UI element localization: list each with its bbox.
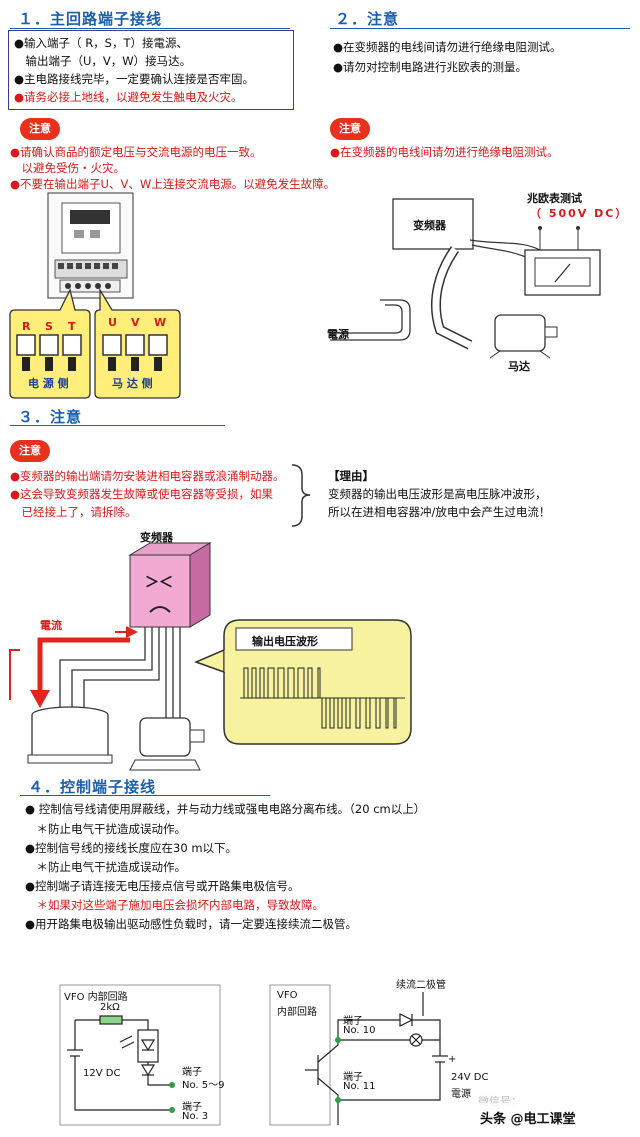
fig5-power-label: 電源 — [451, 1089, 471, 1100]
s3-line-1: ●变频器的输出端请勿安装进相电容器或浪涌制动器。 — [10, 469, 285, 483]
section-2-underline — [330, 28, 630, 29]
section-2-title: ２．注意 — [335, 10, 400, 28]
s3-reason-2: 所以在进相电容器冲/放电中会产生过电流！ — [328, 505, 551, 519]
fig5-plus-sign: + — [448, 1054, 457, 1065]
fig2-power-label: 電源 — [327, 328, 349, 341]
s4-line-4: ＊防止电气干扰造成误动作。 — [25, 860, 186, 874]
note-badge-3: 注意 — [10, 440, 50, 462]
s1-bullet-2: ●主电路接线完毕，一定要确认连接是否牢固。 — [14, 72, 255, 86]
terminal-r-label: R — [22, 320, 31, 333]
fig3-face: ＞＜ — [145, 575, 173, 591]
brand-watermark-bg — [455, 1103, 635, 1129]
fig3-waveform-label: 输出电压波形 — [252, 635, 318, 648]
motor-side-label: 马 达 侧 — [112, 377, 153, 390]
note-badge-1: 注意 — [20, 118, 60, 140]
section-4-title: ４．控制端子接线 — [28, 778, 157, 796]
s4-line-7: ●用开路集电极输出驱动感性负载时，请一定要连接续流二极管。 — [25, 917, 358, 931]
fig5-terminal-11-a: 端子 — [343, 1072, 363, 1083]
fig4-terminal-3-b: No. 3 — [182, 1111, 209, 1122]
s1-bullet-3: ●请务必接上地线，以避免发生触电及火灾。 — [14, 90, 243, 104]
terminal-s-label: S — [45, 320, 53, 333]
fig5-terminal-10-b: No. 10 — [343, 1025, 376, 1036]
fig2-megger-label: 兆欧表测试 — [527, 192, 582, 205]
s4-line-2: ＊防止电气干扰造成误动作。 — [25, 822, 186, 836]
terminal-u-label: U — [108, 316, 117, 329]
s3-line-2: ●这会导致变频器发生故障或使电容器等受损，如果 — [10, 487, 274, 501]
brand-watermark: 头条 @电工课堂 — [480, 1112, 576, 1127]
s1-bullet-1a: ●输入端子（ R，S，T）接電源、 — [14, 36, 189, 50]
fig4-terminal-3-a: 端子 — [182, 1102, 202, 1113]
fig5-24v-label: 24V DC — [451, 1072, 489, 1083]
s3-line-3: 已经接上了，请拆除。 — [10, 505, 137, 519]
s4-line-6: ＊如果对这些端子施加电压会损坏内部电路，导致故障。 — [25, 898, 324, 912]
fig5-vfo-label-1: VFO — [277, 990, 298, 1001]
fig5-terminal-11-b: No. 11 — [343, 1081, 376, 1092]
fig4-terminal-5-9-a: 端子 — [182, 1067, 202, 1078]
s2-bullet-1: ●在变频器的电线间请勿进行绝缘电阻测试。 — [333, 40, 562, 54]
terminal-t-label: T — [68, 320, 76, 333]
s4-line-3: ●控制信号线的接线长度应在30 m以下。 — [25, 841, 238, 855]
fig2-inverter-label: 变频器 — [413, 219, 446, 232]
fig4-terminal-5-9-b: No. 5～9 — [182, 1080, 225, 1091]
s2-bullet-2: ●请勿对控制电路进行兆欧表的测量。 — [333, 60, 528, 74]
terminal-w-label: W — [154, 316, 167, 329]
note-badge-2: 注意 — [330, 118, 370, 140]
note2-line-1: ●在变频器的电线间请勿进行绝缘电阻测试。 — [330, 145, 559, 159]
s3-reason-1: 变频器的输出电压波形是高电压脉冲波形， — [328, 487, 547, 501]
fig4-vfo-label: VFO 内部回路 — [64, 992, 128, 1003]
fig2-motor-label: 马达 — [508, 360, 530, 373]
s4-line-1: ● 控制信号线请使用屏蔽线，并与动力线或强电电路分离布线。（20 cm以上） — [25, 802, 426, 816]
fig4-voltage-label: 12V DC — [83, 1068, 121, 1079]
note1-line-1: ●请确认商品的额定电压与交流电源的电压一致。 — [10, 145, 262, 159]
fig3-inverter-label: 变频器 — [140, 531, 173, 544]
s3-reason-title: 【理由】 — [328, 469, 374, 483]
section-4-underline — [20, 795, 270, 796]
fig3-current-label: 電流 — [40, 619, 62, 632]
fig5-terminal-10-a: 端子 — [343, 1016, 363, 1027]
section-1-title: １．主回路端子接线 — [18, 10, 163, 28]
fig5-diode-label: 续流二极管 — [396, 980, 446, 991]
s4-line-5: ●控制端子请连接无电压接点信号或开路集电极信号。 — [25, 879, 300, 893]
fig4-resistor-label: 2kΩ — [100, 1002, 120, 1013]
s1-bullet-1b: 输出端子（U，V，W）接马达。 — [14, 54, 192, 68]
section-3-underline — [10, 425, 225, 426]
section-1-box — [8, 30, 294, 110]
fig5-vfo-label-2: 内部回路 — [277, 1007, 317, 1018]
section-3-title: ３．注意 — [18, 408, 83, 426]
power-side-label: 电 源 侧 — [28, 377, 69, 390]
section-1-underline — [10, 28, 290, 29]
note1-line-2: 以避免受伤・火灾。 — [10, 161, 125, 175]
fig2-megger-voltage: （ 500V DC） — [530, 207, 629, 220]
note1-line-3: ●不要在输出端子U、V、W上连接交流电源。以避免发生故障。 — [10, 177, 336, 191]
terminal-v-label: V — [131, 316, 140, 329]
